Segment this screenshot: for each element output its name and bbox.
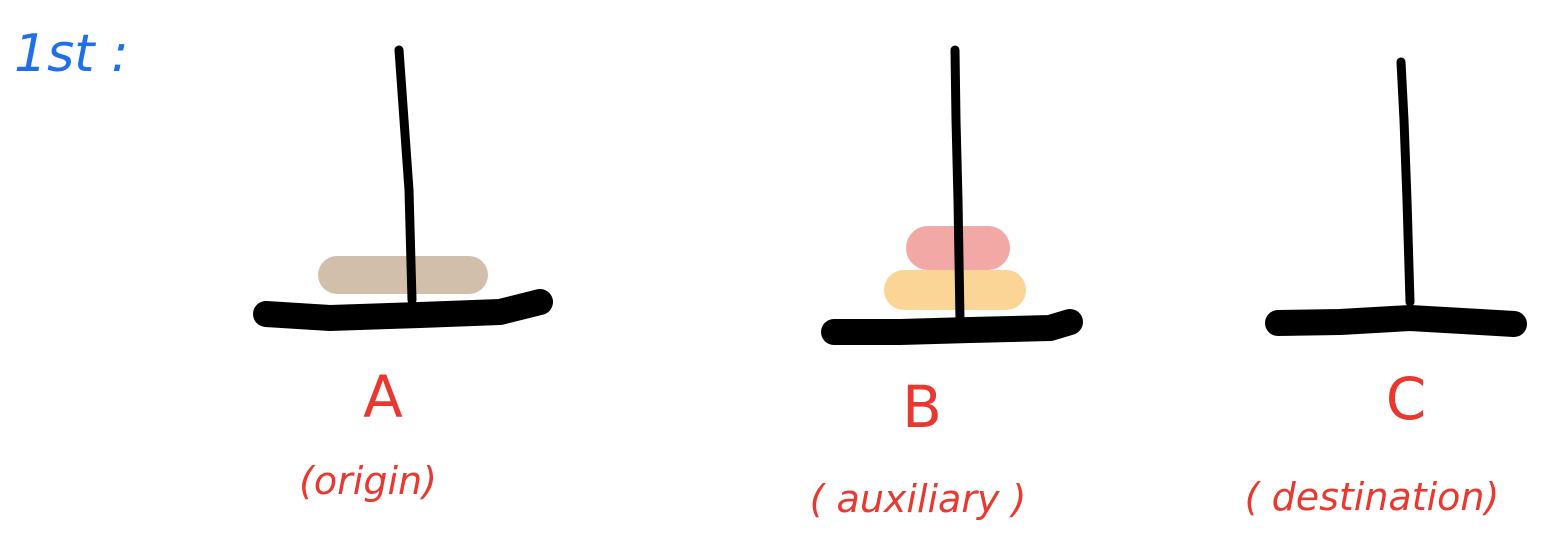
- peg-c-rod: [1396, 57, 1415, 307]
- peg-a-base: [253, 289, 553, 331]
- peg-c: [1265, 57, 1527, 337]
- peg-a-role: (origin): [299, 459, 437, 503]
- peg-b: [821, 45, 1083, 345]
- peg-a-rod: [394, 45, 417, 305]
- peg-a: [253, 45, 553, 331]
- disk-tan: [318, 256, 488, 294]
- peg-b-letter: B: [902, 373, 942, 441]
- peg-b-role: ( auxiliary ): [809, 477, 1027, 521]
- peg-c-role: ( destination): [1244, 475, 1500, 519]
- peg-c-letter: C: [1385, 365, 1427, 433]
- peg-a-letter: A: [363, 363, 403, 431]
- step-label: 1st :: [14, 24, 129, 84]
- peg-c-base: [1265, 305, 1527, 337]
- peg-b-base: [821, 309, 1083, 345]
- peg-b-rod: [950, 45, 965, 325]
